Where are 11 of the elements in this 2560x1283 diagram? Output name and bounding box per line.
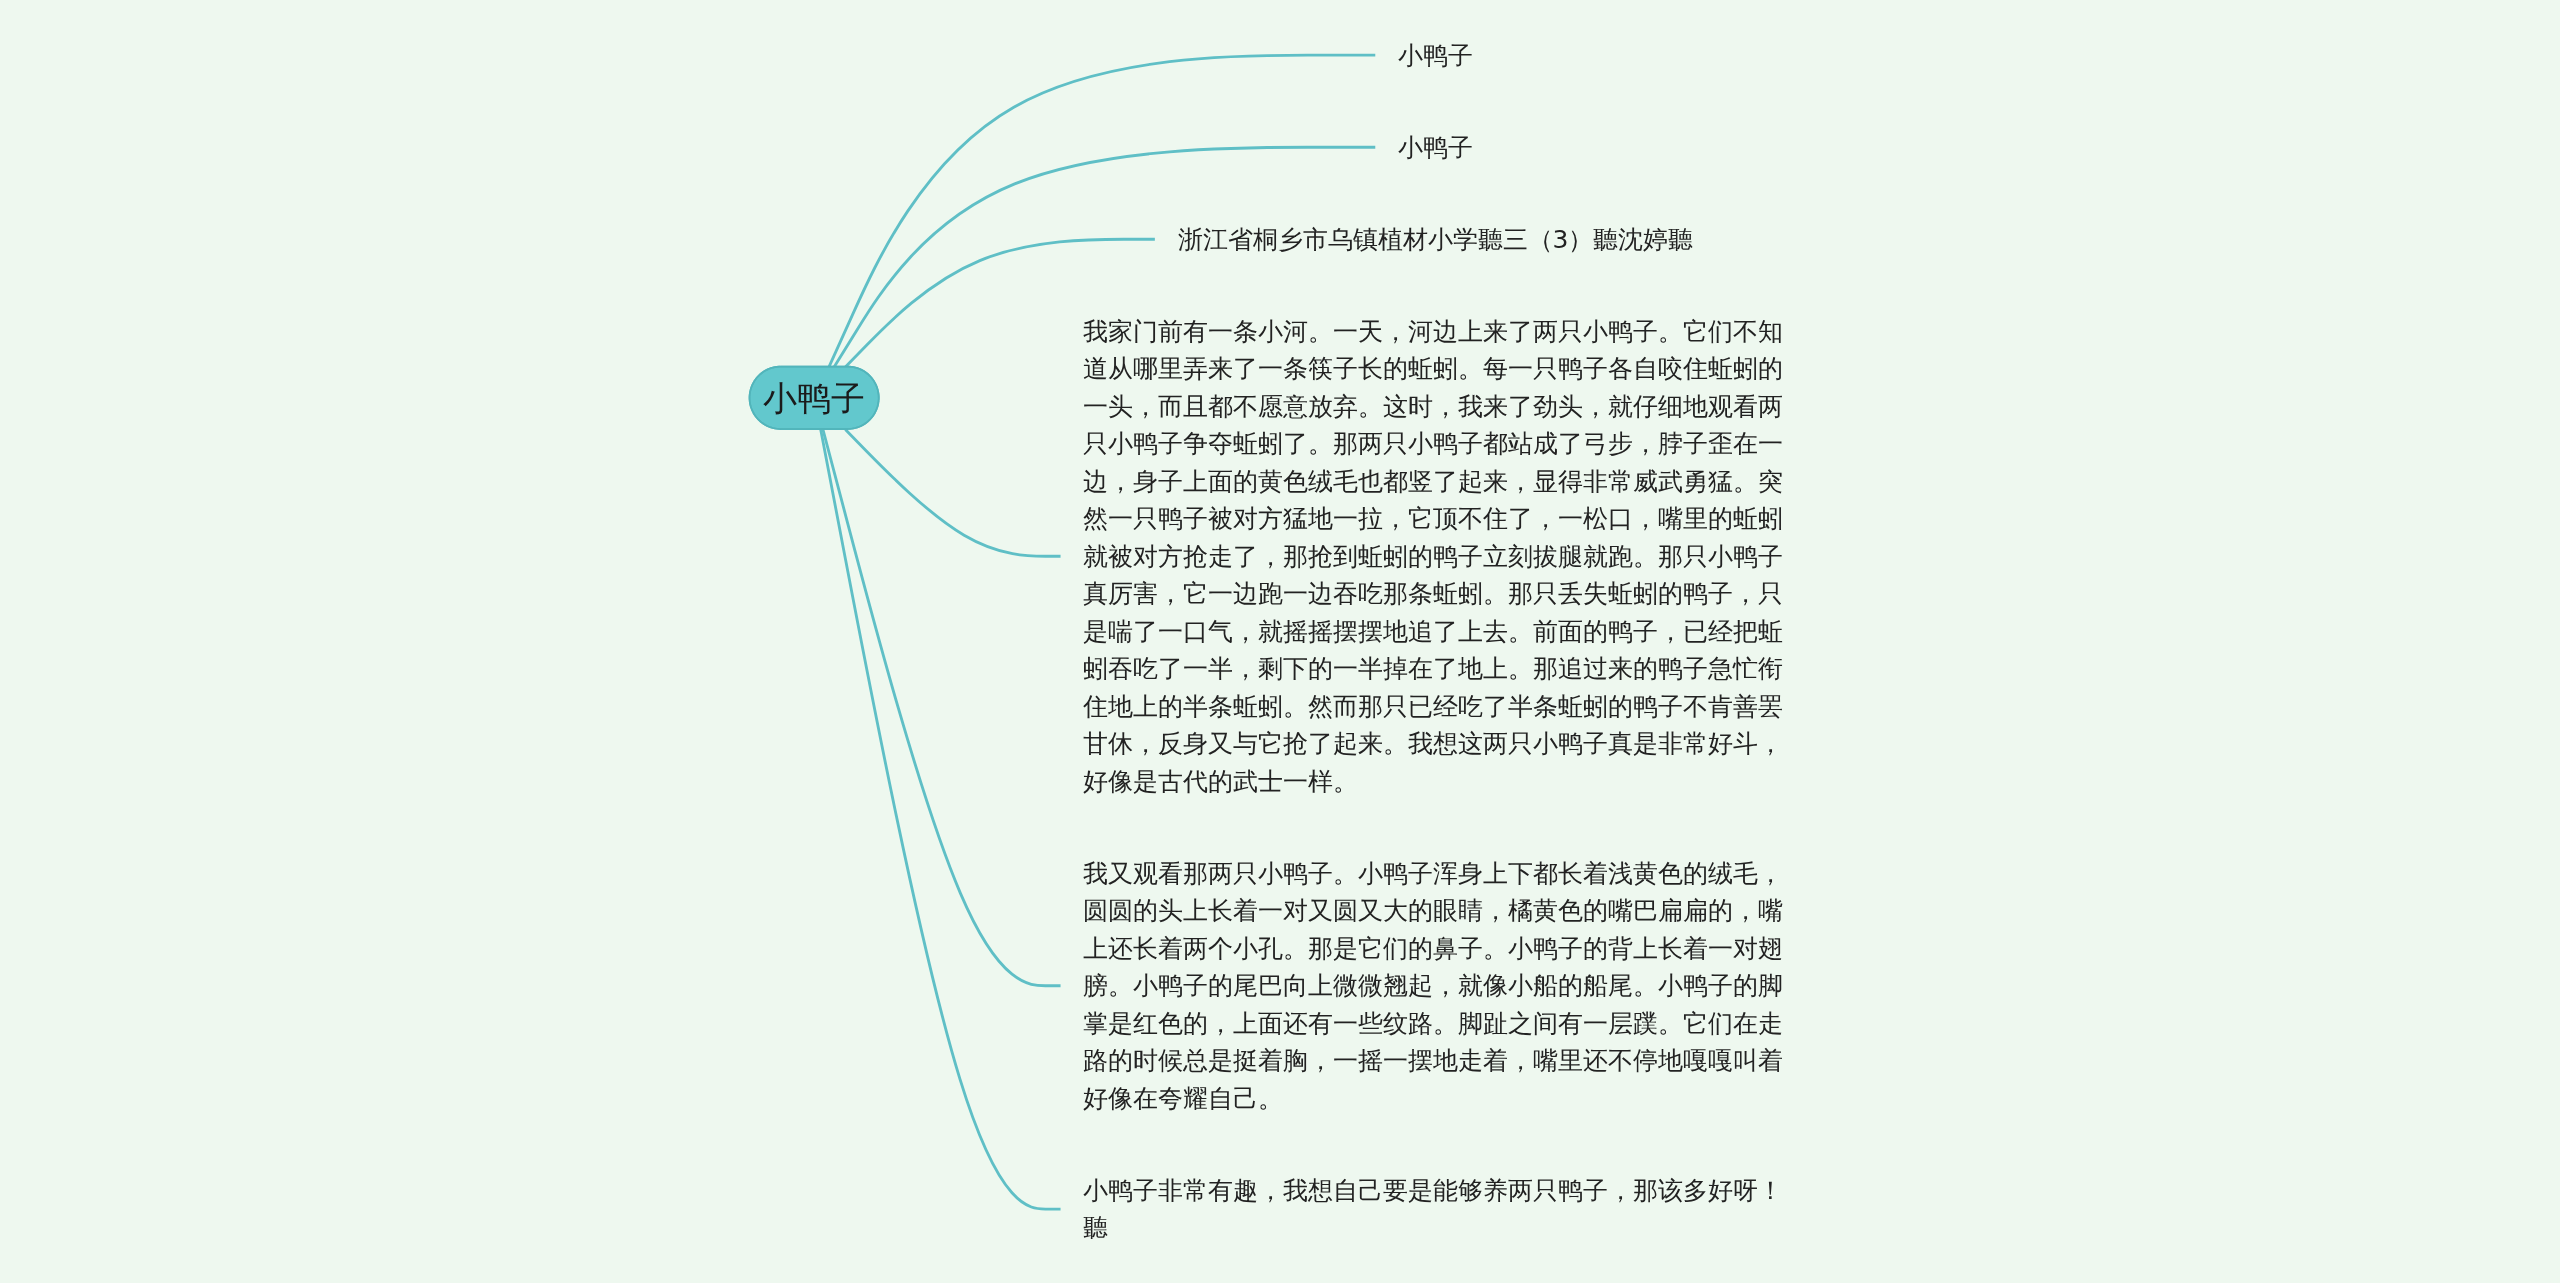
connector [819,429,1061,1211]
node-text: 小鸭子非常有趣，我想自己要是能够养两只鸭子，那该多好呀！聽 [1083,1176,1784,1242]
connector [844,428,1061,558]
node-text: 浙江省桐乡市乌镇植材小学聽三（3）聽沈婷聽 [1177,225,1694,254]
node-text: 我家门前有一条小河。一天，河边上来了两只小鸭子。它们不知道从哪里弄来了一条筷子长的蚯蚓。每一只鸭子各自咬住蚯蚓的一头，而且都不愿意放弃。这时，我来了劲头，就仔细地观看两只小鸭子争夺蚯蚓了。那两只小鸭子都站成了弓步，脖子歪在一边，身子上面的黄色绒毛也都竖了起来，显得非常威武勇猛。突然一只鸭子被对方猛地一拉，它顶不住了，一松口，嘴里的蚯蚓就被对方抢走了，那抢到蚯蚓的鸭子立刻拔腿就跑。那只小鸭子真厉害，它一边跑一边吞吃那条蚯蚓。那只丢失蚯蚓的鸭子，只是喘了一口气，就摇摇摆摆地追了上去。前面的鸭子，已经把蚯蚓吞吃了一半，剩下的一半掉在了地上。那追过来的鸭子急忙衔住地上的半条蚯蚓。然而那只已经吃了半条蚯蚓的鸭子不肯善罢甘休，反身又与它抢了起来。我想这两只小鸭子真是非常好斗，好像是古代的武士一样。 [1083,317,1784,796]
connector [832,145,1376,368]
node-text: 我又观看那两只小鸭子。小鸭子浑身上下都长着浅黄色的绒毛，圆圆的头上长着一对又圆又大的眼睛，橘黄色的嘴巴扁扁的，嘴上还长着两个小孔。那是它们的鼻子。小鸭子的背上长着一对翅膀。小鸭子的尾巴向上微微翘起，就像小船的船尾。小鸭子的脚掌是红色的，上面还有一些纹路。脚趾之间有一层蹼。它们在走路的时候总是挺着胸，一摇一摆地走着，嘴里还不停地嘎嘎叫着好像在夸耀自己。 [1083,859,1784,1113]
node-text: 小鸭子 [1398,133,1473,162]
connector [827,53,1376,368]
connector [821,429,1061,988]
node-text: 小鸭子 [1398,41,1473,70]
